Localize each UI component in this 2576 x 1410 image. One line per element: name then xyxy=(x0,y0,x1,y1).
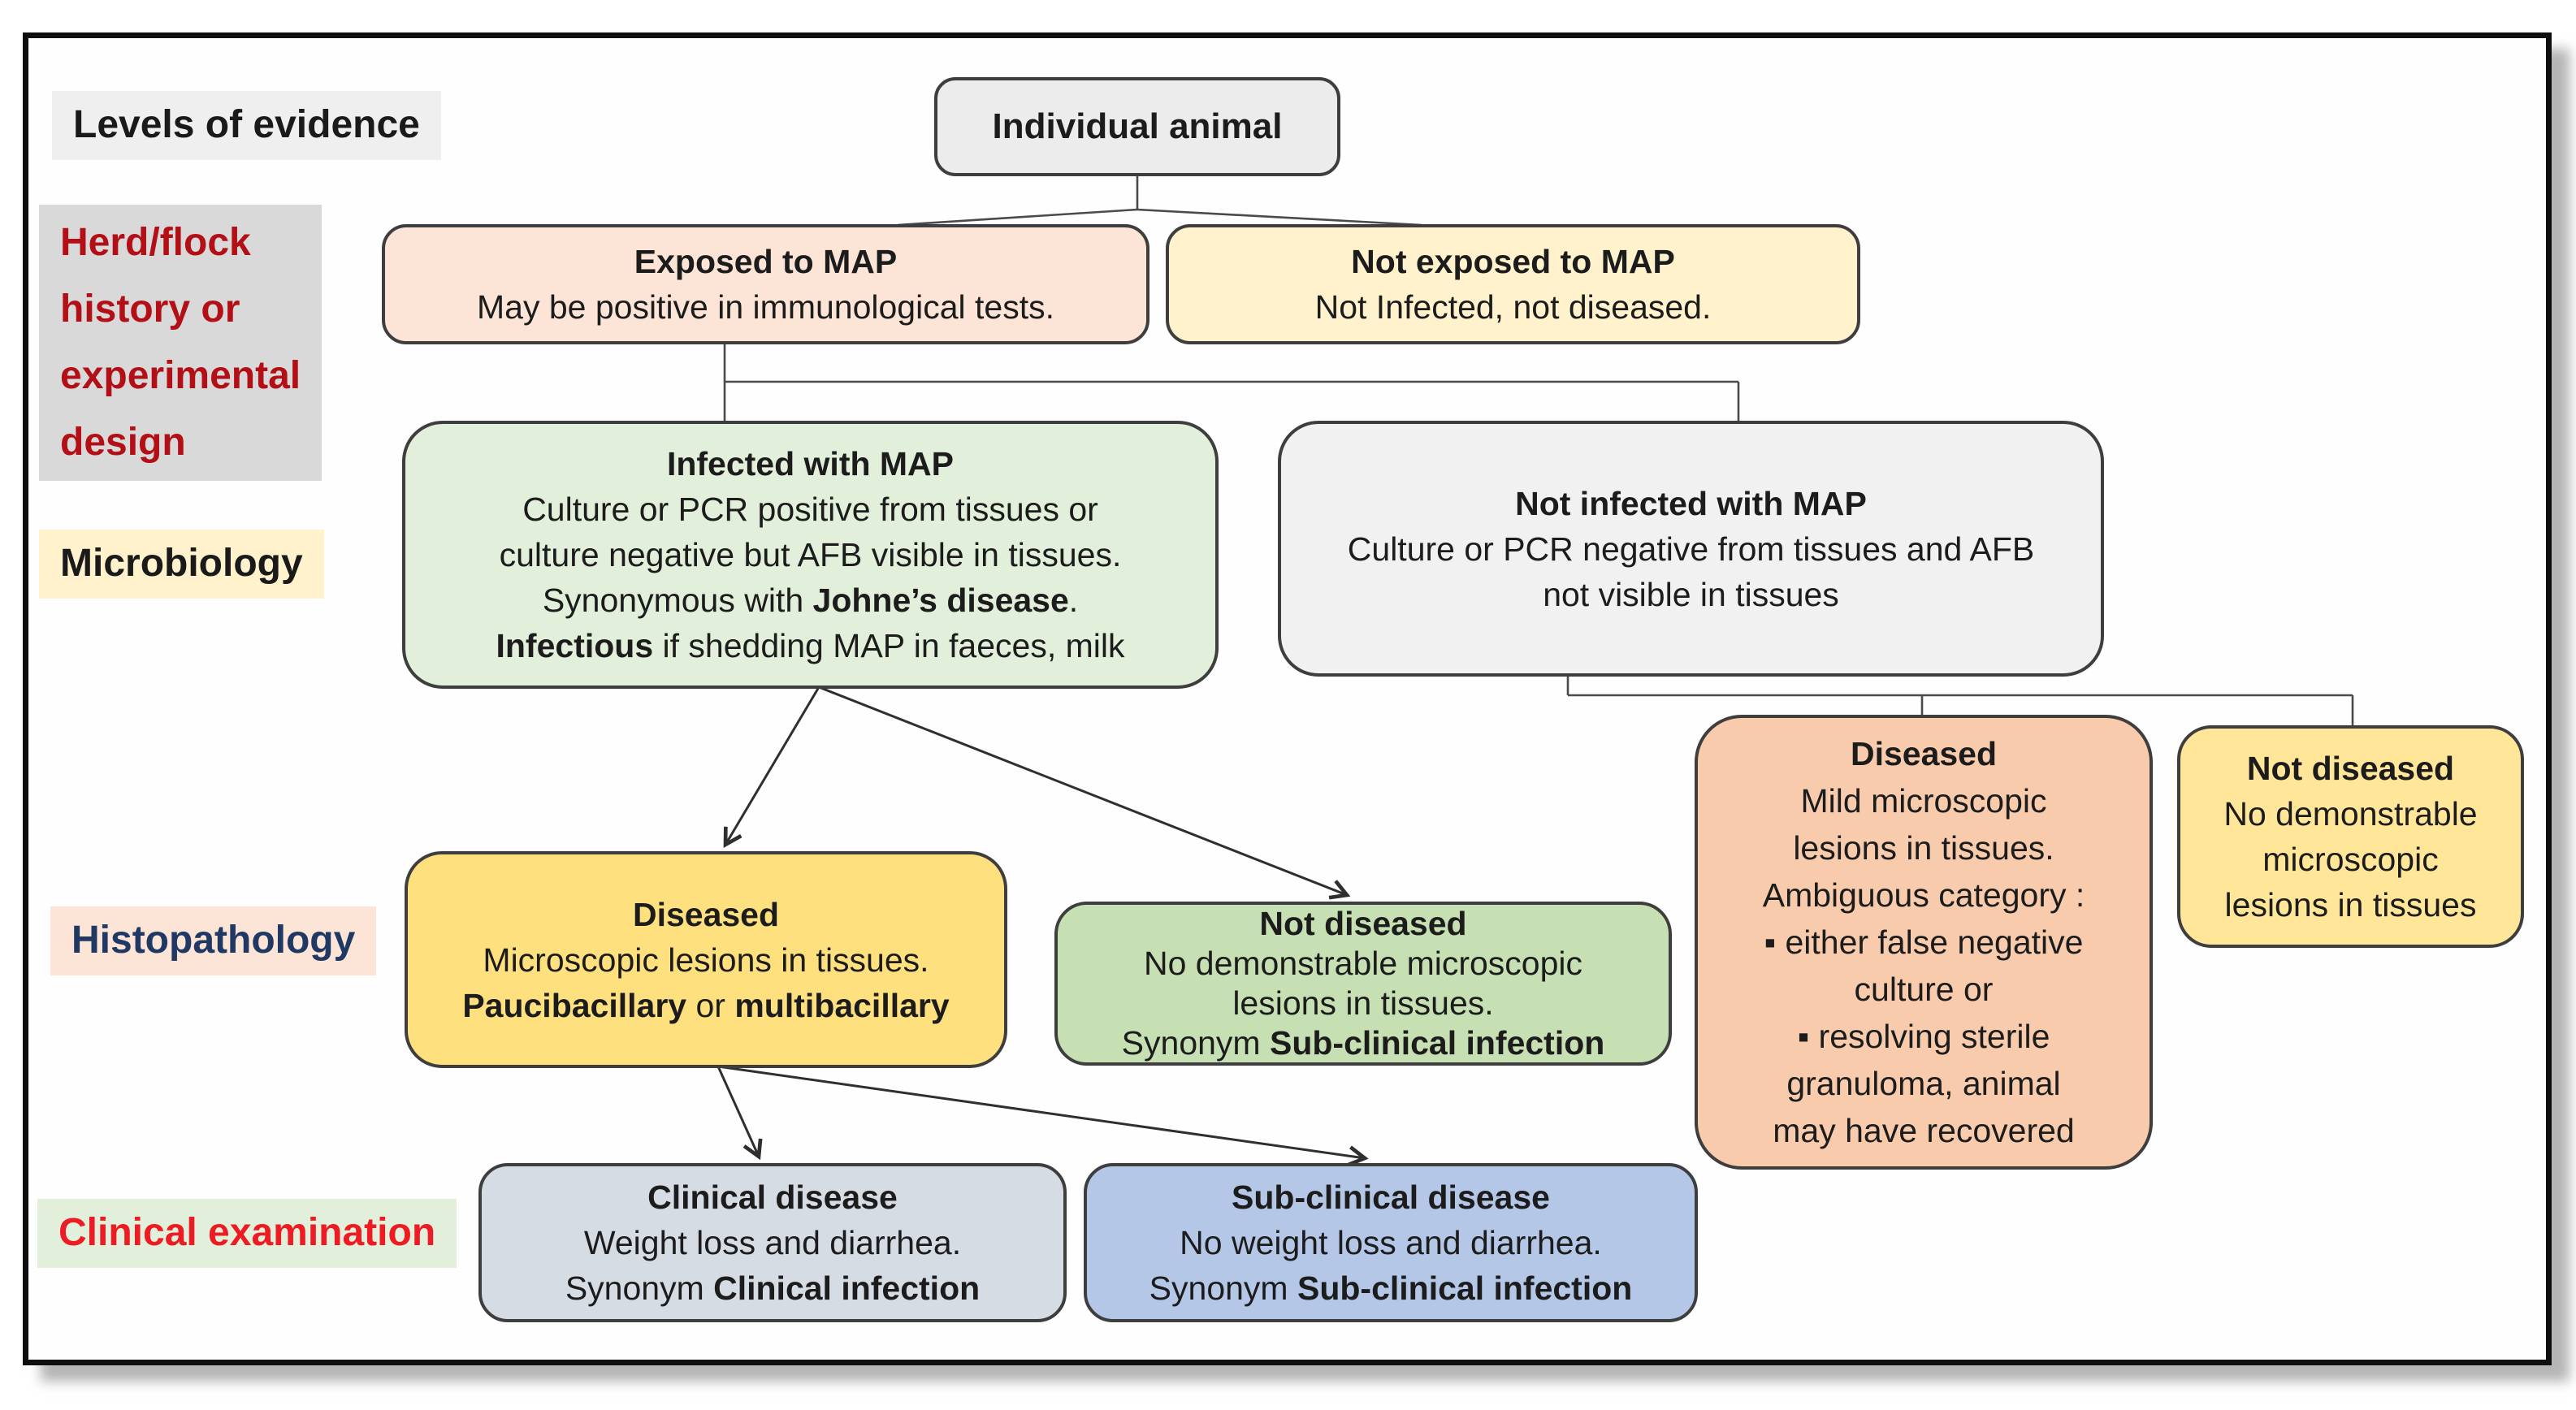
node-text-line: Culture or PCR positive from tissues or xyxy=(522,491,1098,528)
node-text-line: Individual animal xyxy=(992,106,1283,146)
node-text-line: may have recovered xyxy=(1773,1112,2075,1149)
node-infected-with-map: Infected with MAP Culture or PCR positive… xyxy=(402,421,1219,689)
node-text-line: Not exposed to MAP xyxy=(1351,243,1675,280)
node-text-line: Synonymous with Johne’s disease. xyxy=(542,582,1079,619)
row-label-histopathology: Histopathology xyxy=(50,906,377,975)
node-text-line: Synonym Clinical infection xyxy=(565,1269,981,1307)
node-text-line: Weight loss and diarrhea. xyxy=(583,1224,962,1261)
node-text-line: ▪ resolving sterile xyxy=(1797,1018,2050,1055)
node-text-line: not visible in tissues xyxy=(1543,575,1839,613)
node-text-line: culture or xyxy=(1854,971,1994,1008)
node-text-line: Microscopic lesions in tissues. xyxy=(483,941,929,979)
node-sub-clinical-disease: Sub-clinical disease No weight loss and d… xyxy=(1084,1163,1698,1322)
row-label-line: Clinical examination xyxy=(58,1211,436,1254)
node-text-line: Not diseased xyxy=(2246,750,2455,787)
node-text-line: culture negative but AFB visible in tiss… xyxy=(499,536,1122,573)
node-text-line: No demonstrable xyxy=(2223,795,2478,833)
node-not-infected-with-map: Not infected with MAP Culture or PCR nega… xyxy=(1278,421,2104,677)
node-text-line: Culture or PCR negative from tissues and… xyxy=(1347,530,2035,568)
node-text-line: Not Infected, not diseased. xyxy=(1314,288,1712,326)
node-text-line: ▪ either false negative xyxy=(1764,923,2084,961)
node-text-line: Ambiguous category : xyxy=(1762,876,2085,914)
row-label-levels-of-evidence: Levels of evidence xyxy=(52,91,441,160)
row-label-line: Levels of evidence xyxy=(73,103,420,146)
row-label-line: Histopathology xyxy=(71,919,356,962)
row-label-line: history or xyxy=(60,288,240,331)
row-label-line: design xyxy=(60,421,186,464)
node-exposed-to-map: Exposed to MAP May be positive in immunol… xyxy=(382,224,1149,344)
node-text-line: Not infected with MAP xyxy=(1515,484,1867,522)
node-text-line: Infected with MAP xyxy=(666,445,955,482)
node-text-line: Diseased xyxy=(1850,735,1998,772)
node-text-line: No demonstrable microscopic xyxy=(1143,945,1583,982)
node-text-line: Paucibacillary or multibacillary xyxy=(462,986,950,1024)
node-text-line: Infectious if shedding MAP in faeces, mi… xyxy=(496,627,1125,664)
node-text-line: granuloma, animal xyxy=(1786,1065,2061,1102)
node-text-line: Clinical disease xyxy=(647,1179,898,1216)
node-not-diseased-right: Not diseased No demonstrable microscopic le… xyxy=(2177,725,2524,948)
row-label-line: Herd/flock xyxy=(60,221,251,264)
row-label-microbiology: Microbiology xyxy=(39,530,324,599)
row-label-clinical-examination: Clinical examination xyxy=(37,1199,457,1268)
node-text-line: lesions in tissues. xyxy=(1793,829,2054,867)
node-text-line: Not diseased xyxy=(1259,905,1467,942)
node-text-line: microscopic xyxy=(2262,841,2439,878)
node-text-line: Synonym Sub-clinical infection xyxy=(1149,1269,1633,1307)
node-not-exposed-to-map: Not exposed to MAP Not Infected, not dise… xyxy=(1166,224,1860,344)
node-individual-animal: Individual animal xyxy=(934,77,1340,176)
node-text-line: May be positive in immunological tests. xyxy=(477,288,1054,326)
node-text-line: Exposed to MAP xyxy=(634,243,898,280)
node-text-line: Mild microscopic xyxy=(1800,782,2047,820)
node-text-line: No weight loss and diarrhea. xyxy=(1180,1224,1602,1261)
row-label-line: experimental xyxy=(60,354,301,397)
node-text-line: lesions in tissues xyxy=(2224,886,2477,923)
node-text-line: Sub-clinical disease xyxy=(1232,1179,1550,1216)
node-text-line: Diseased xyxy=(632,895,780,933)
node-text-line: Synonym Sub-clinical infection xyxy=(1121,1024,1605,1062)
row-label-herd-flock-history: Herd/flock history or experimental design xyxy=(39,205,323,481)
node-text-line: lesions in tissues. xyxy=(1232,984,1494,1022)
row-label-line: Microbiology xyxy=(60,542,303,585)
